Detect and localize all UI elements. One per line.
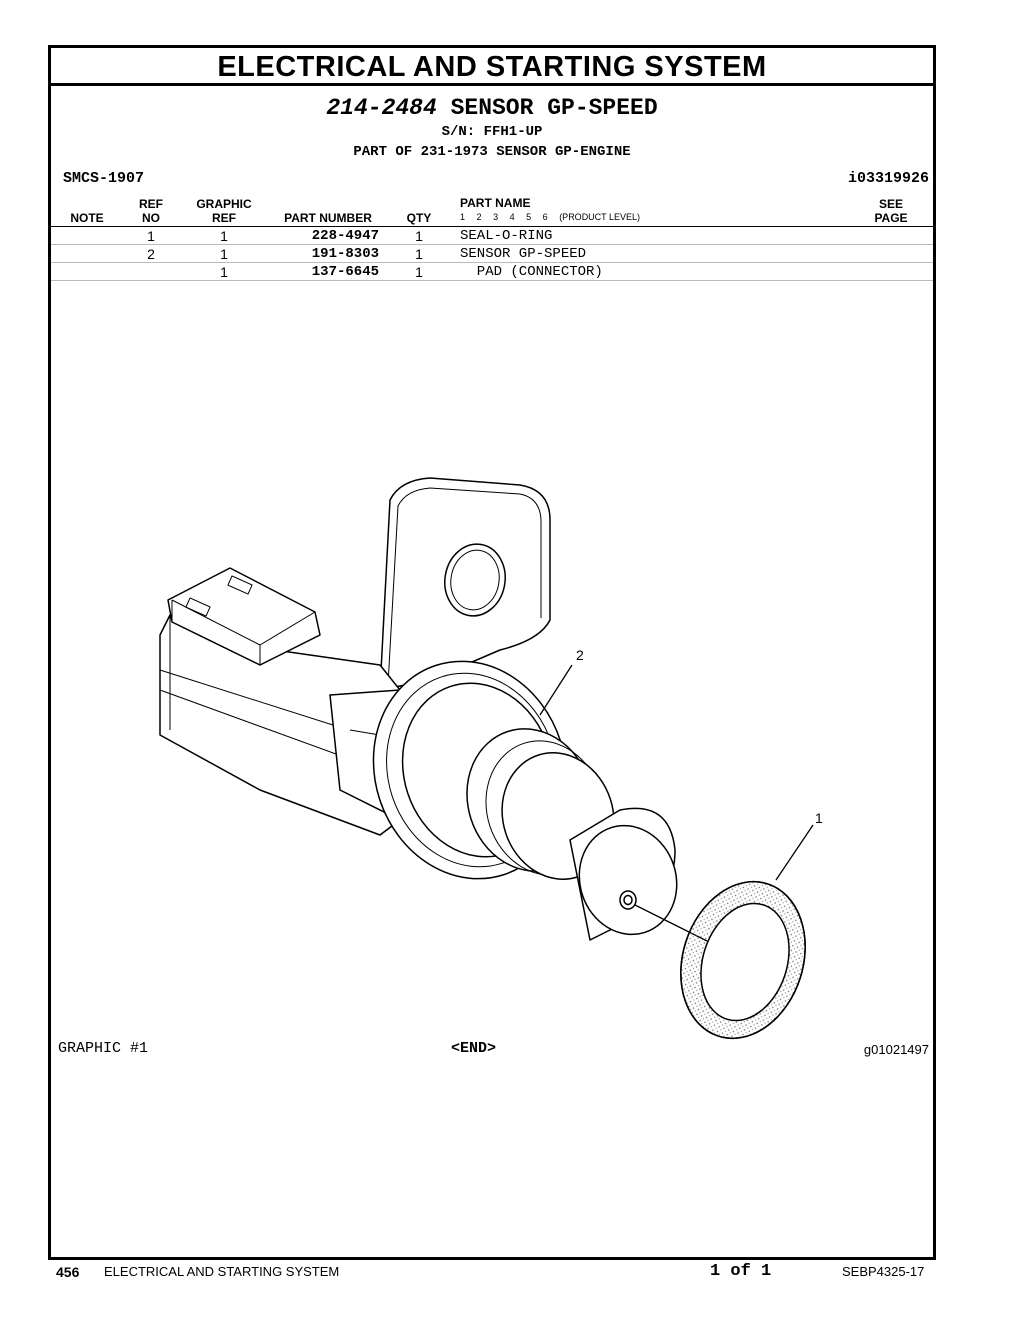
footer-page-number: 456: [56, 1264, 80, 1280]
section-title: ELECTRICAL AND STARTING SYSTEM: [217, 51, 767, 83]
row-part-name: PAD (CONNECTOR): [460, 264, 603, 280]
product-levels: 1 2 3 4 5 6 (PRODUCT LEVEL): [460, 212, 649, 222]
footer-section: ELECTRICAL AND STARTING SYSTEM: [104, 1264, 340, 1279]
level-3: 3: [493, 212, 499, 222]
row-rule: [51, 244, 933, 245]
header-graphic-ref-1: GRAPHIC: [196, 197, 252, 211]
row-graphic-ref: 1: [220, 246, 228, 262]
row-ref-no: 2: [147, 246, 155, 262]
smcs-code: SMCS-1907: [63, 170, 145, 187]
part-title: 214-2484 SENSOR GP-SPEED: [51, 95, 933, 121]
serial-number: S/N: FFH1-UP: [441, 124, 543, 140]
level-1: 1: [460, 212, 466, 222]
row-part-name: SENSOR GP-SPEED: [460, 246, 587, 262]
footer-doc-number: SEBP4325-17: [842, 1264, 925, 1279]
header-graphic-ref-2: REF: [212, 211, 236, 225]
sensor-illustration: 2 1: [159, 477, 823, 1040]
header-rule: [51, 226, 933, 227]
graphic-label: GRAPHIC #1: [58, 1040, 149, 1057]
header-part-name: PART NAME: [460, 196, 531, 210]
row-part-number: 137-6645: [311, 264, 379, 280]
header-note: NOTE: [70, 211, 104, 225]
end-marker: <END>: [451, 1040, 497, 1057]
footer-pages: 1 of 1: [710, 1262, 772, 1281]
product-level-label: (PRODUCT LEVEL): [559, 212, 641, 222]
row-graphic-ref: 1: [220, 228, 228, 244]
doc-id: i03319926: [847, 170, 929, 187]
header-see-page-1: SEE: [878, 197, 903, 211]
callout-1: 1: [815, 810, 823, 826]
row-part-name: SEAL-O-RING: [460, 228, 553, 244]
part-of: PART OF 231-1973 SENSOR GP-ENGINE: [353, 144, 631, 160]
level-2: 2: [476, 212, 482, 222]
title-part-number: 214-2484: [326, 95, 437, 121]
header-ref-no-2: NO: [142, 211, 160, 225]
seal-o-ring: [680, 880, 806, 1040]
level-5: 5: [526, 212, 532, 222]
row-qty: 1: [415, 264, 423, 280]
level-4: 4: [509, 212, 515, 222]
row-part-number: 228-4947: [311, 228, 379, 244]
level-6: 6: [542, 212, 548, 222]
header-qty: QTY: [406, 211, 432, 225]
header-ref-no-1: REF: [139, 197, 163, 211]
section-banner: ELECTRICAL AND STARTING SYSTEM: [51, 48, 933, 86]
header-see-page-2: PAGE: [874, 211, 908, 225]
row-rule: [51, 280, 933, 281]
row-qty: 1: [415, 246, 423, 262]
row-ref-no: 1: [147, 228, 155, 244]
title-part-name: SENSOR GP-SPEED: [450, 95, 658, 121]
row-part-number: 191-8303: [311, 246, 379, 262]
row-rule: [51, 262, 933, 263]
graphic-id: g01021497: [863, 1042, 929, 1057]
row-qty: 1: [415, 228, 423, 244]
page-frame: ELECTRICAL AND STARTING SYSTEM 214-2484 …: [48, 45, 936, 1260]
callout-2: 2: [576, 647, 584, 663]
header-part-number: PART NUMBER: [284, 211, 372, 225]
row-graphic-ref: 1: [220, 264, 228, 280]
